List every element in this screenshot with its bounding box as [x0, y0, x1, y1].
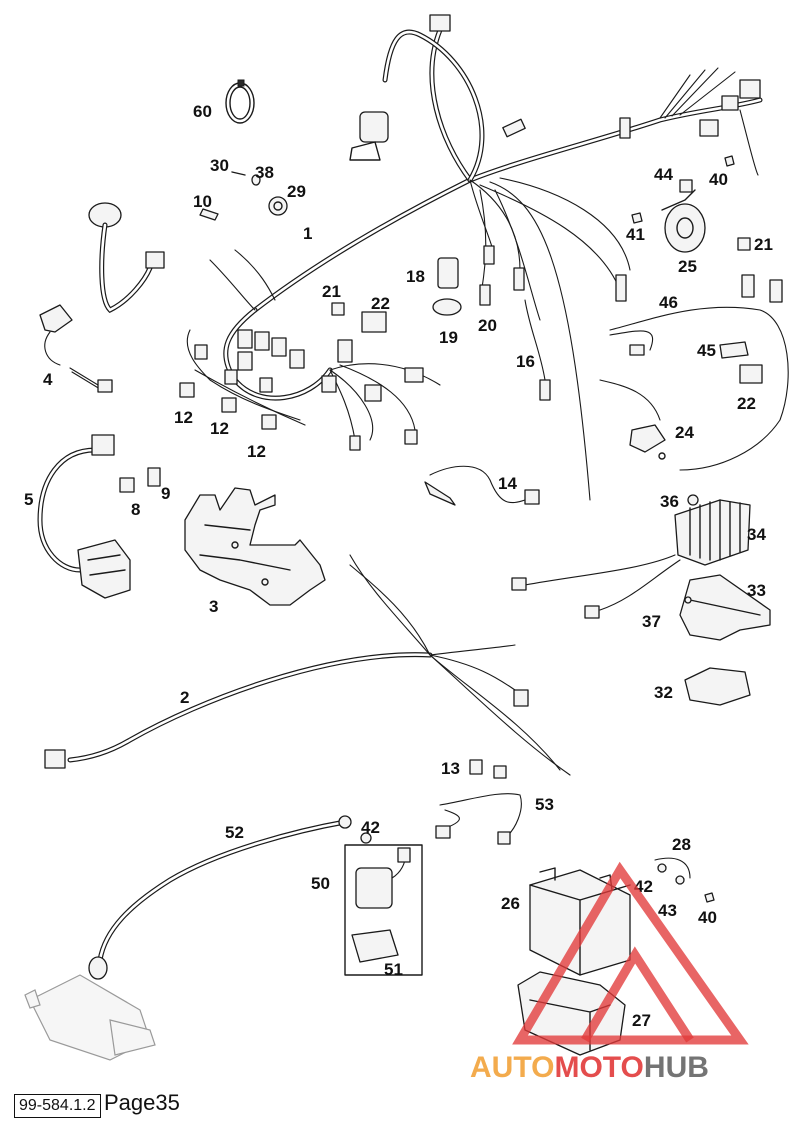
harness-53 — [435, 759, 522, 845]
sensor-16 — [524, 299, 551, 401]
label-part-33: 33 — [747, 581, 766, 600]
watermark: AUTOMOTOHUB — [470, 861, 749, 1084]
regulator-rectifier — [511, 494, 751, 619]
label-part-32: 32 — [654, 683, 673, 702]
document-reference: 99-584.1.2 — [14, 1094, 101, 1118]
label-part-20: 20 — [478, 316, 497, 335]
label-part-40b: 40 — [698, 908, 717, 927]
watermark-inner-triangle-icon — [581, 946, 694, 1043]
wire-branch-46 — [609, 274, 789, 471]
pickup-sensor — [599, 379, 666, 460]
handlebar-switch — [37, 434, 161, 599]
label-part-13: 13 — [441, 759, 460, 778]
label-part-14: 14 — [498, 474, 517, 493]
secondary-harness — [44, 554, 571, 776]
label-part-53: 53 — [535, 795, 554, 814]
label-part-12a: 12 — [174, 408, 193, 427]
label-part-5: 5 — [24, 490, 33, 509]
label-part-12c: 12 — [247, 442, 266, 461]
label-part-10: 10 — [193, 192, 212, 211]
switch-with-lead — [39, 304, 113, 393]
label-part-37: 37 — [642, 612, 661, 631]
sensor-with-lead — [88, 202, 165, 314]
label-part-30: 30 — [210, 156, 229, 175]
label-part-41: 41 — [626, 225, 645, 244]
starter-motor — [24, 974, 156, 1061]
label-part-40a: 40 — [709, 170, 728, 189]
label-part-3: 3 — [209, 597, 218, 616]
rubber-pad — [684, 667, 751, 706]
label-part-45: 45 — [697, 341, 716, 360]
label-part-42a: 42 — [361, 818, 380, 837]
label-part-21b: 21 — [754, 235, 773, 254]
label-part-26: 26 — [501, 894, 520, 913]
label-part-34: 34 — [747, 525, 766, 544]
label-part-21a: 21 — [322, 282, 341, 301]
callout-labels: 1 2 3 4 5 8 9 10 12 12 12 13 14 16 18 19… — [24, 102, 773, 1030]
label-part-29: 29 — [287, 182, 306, 201]
label-part-18: 18 — [406, 267, 425, 286]
label-part-51: 51 — [384, 960, 403, 979]
label-part-46: 46 — [659, 293, 678, 312]
label-part-28: 28 — [672, 835, 691, 854]
label-part-1: 1 — [303, 224, 312, 243]
label-part-36: 36 — [660, 492, 679, 511]
relays — [179, 382, 277, 430]
starter-relay-box — [344, 832, 423, 976]
label-part-52: 52 — [225, 823, 244, 842]
label-part-25: 25 — [678, 257, 697, 276]
battery-cables — [654, 857, 715, 903]
label-part-8: 8 — [131, 500, 140, 519]
starter-cable — [88, 815, 352, 980]
label-part-38: 38 — [255, 163, 274, 182]
label-part-19: 19 — [439, 328, 458, 347]
small-connectors-center — [331, 237, 763, 384]
label-part-60: 60 — [193, 102, 212, 121]
label-part-4: 4 — [43, 370, 53, 389]
page-label: Page35 — [104, 1090, 180, 1115]
regulator-bracket — [679, 574, 771, 641]
label-part-16: 16 — [516, 352, 535, 371]
main-wiring-harness — [186, 14, 763, 501]
label-part-2: 2 — [180, 688, 189, 707]
watermark-triangle-icon — [512, 861, 749, 1045]
small-fasteners — [199, 171, 288, 221]
label-part-43: 43 — [658, 901, 677, 920]
label-part-50: 50 — [311, 874, 330, 893]
cable-tie-ring — [225, 79, 255, 124]
label-part-27: 27 — [632, 1011, 651, 1030]
label-part-44: 44 — [654, 165, 673, 184]
horn — [631, 155, 735, 253]
label-part-22b: 22 — [737, 394, 756, 413]
label-part-12b: 12 — [210, 419, 229, 438]
label-part-22a: 22 — [371, 294, 390, 313]
sensor-14 — [424, 465, 540, 506]
mounting-bracket — [184, 487, 326, 606]
label-part-24: 24 — [675, 423, 694, 442]
label-part-9: 9 — [161, 484, 170, 503]
watermark-text: AUTOMOTOHUB — [470, 1051, 709, 1084]
